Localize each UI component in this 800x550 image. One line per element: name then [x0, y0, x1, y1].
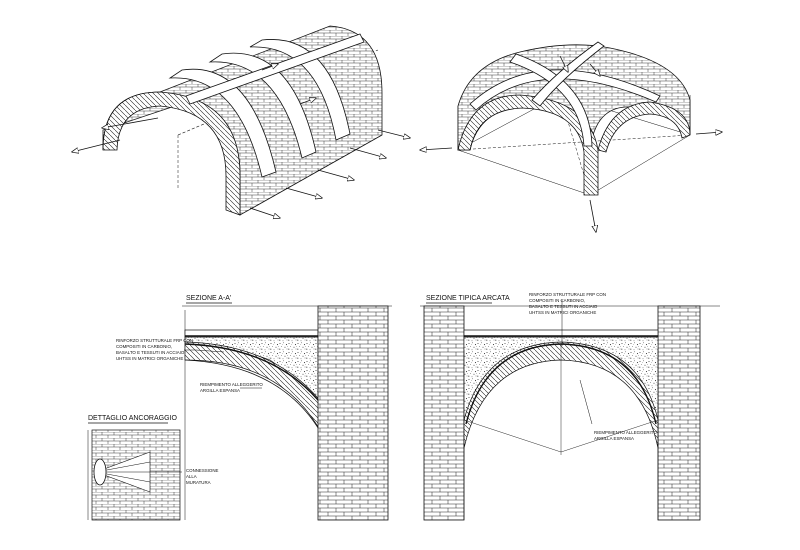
thrust-arrow: [299, 98, 316, 105]
section-aa-title: SEZIONE A-A': [186, 295, 231, 302]
fill-note-line: RIEMPIMENTO ALLEGGERITO: [594, 430, 657, 435]
thrust-arrow: [349, 147, 386, 158]
thrust-arrow: [695, 132, 722, 134]
anchor-detail: DETTAGLIO ANCORAGGIO CONNESSIONE ALLA MU…: [87, 415, 219, 521]
reinforcement-note-line: COMPOSITI IN CARBONIO,: [116, 344, 172, 349]
connection-note-line: MURATURA: [186, 480, 211, 485]
thrust-arrow: [589, 199, 596, 232]
thrust-arrow: [589, 63, 600, 76]
thrust-arrow: [102, 117, 159, 128]
cross-vault-isometric: [420, 41, 722, 232]
vault-front-arch: [102, 91, 241, 216]
reinforcement-note-line: BASALTO E TESSUTI IN ACCIAIO: [529, 304, 598, 309]
thrust-arrow: [420, 148, 453, 150]
reinforcement-note-line: BASALTO E TESSUTI IN ACCIAIO: [116, 350, 185, 355]
reinforcement-note-line: RINFORZO STRUTTURALE FRP CON: [116, 338, 193, 343]
frp-diagonal-rib: [531, 41, 605, 107]
frp-reinforcement: [464, 335, 658, 425]
reinforcement-note-line: COMPOSITI IN CARBONIO,: [529, 298, 585, 303]
barrel-vault-isometric: [72, 25, 410, 218]
anchor-plug: [93, 458, 107, 486]
thrust-arrow: [377, 129, 410, 138]
top-slab: [463, 329, 659, 338]
frp-diagonal-rib: [469, 69, 661, 111]
reinforcement-note-line: UHTSS IN MATRICI ORGANICHE: [529, 310, 596, 315]
fill-note-line: ARGILLA ESPANSA: [200, 388, 240, 393]
masonry-pier: [317, 305, 389, 521]
reinforcement-note-line: RINFORZO STRUTTURALE FRP CON: [529, 292, 606, 297]
fill-note-line: RIEMPIMENTO ALLEGGERITO: [200, 382, 263, 387]
section-arch-title: SEZIONE TIPICA ARCATA: [426, 295, 510, 302]
masonry-pier-right: [657, 305, 701, 521]
reinforcement-note-line: UHTSS IN MATRICI ORGANICHE: [116, 356, 183, 361]
connection-note-line: ALLA: [186, 474, 197, 479]
fill-note-line: ARGILLA ESPANSA: [594, 436, 634, 441]
masonry-pier-left: [423, 305, 465, 521]
thrust-arrow: [317, 169, 354, 180]
cross-vault-side-arch: [597, 101, 691, 153]
thrust-arrow: [261, 64, 278, 71]
anchor-detail-title: DETTAGLIO ANCORAGGIO: [88, 415, 177, 422]
section-typical-arch: SEZIONE TIPICA ARCATA RINFORZO STRUTTURA…: [420, 292, 720, 521]
thrust-arrow: [285, 187, 322, 198]
thrust-arrow: [249, 207, 280, 218]
section-aa: SEZIONE A-A' RINFORZO STRUTTURALE FRP CO…: [116, 295, 392, 521]
connection-note-line: CONNESSIONE: [186, 468, 219, 473]
cross-vault-front-arch: [457, 94, 599, 196]
thrust-arrow: [72, 139, 121, 152]
thrust-arrow: [559, 55, 568, 72]
